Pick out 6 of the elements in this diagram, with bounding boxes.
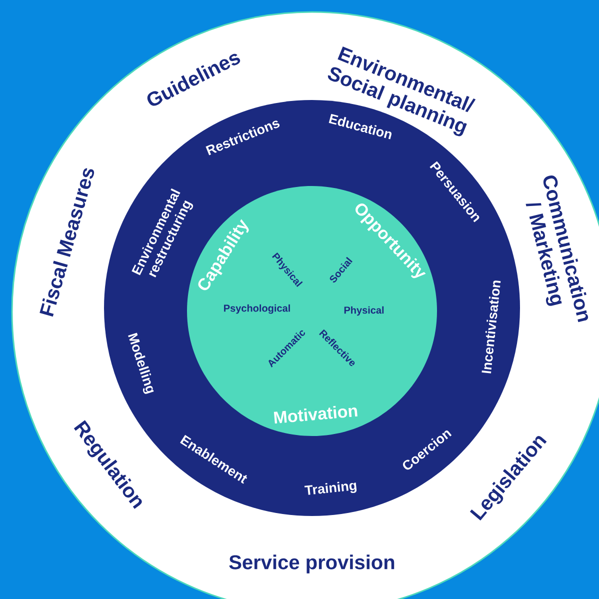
factor-label: Psychological [224, 304, 290, 314]
intervention-label: Incentivisation [482, 280, 501, 374]
intervention-label: Training [304, 482, 357, 495]
policy-label: Service provision [229, 554, 394, 574]
factor-label: Physical [344, 306, 384, 316]
source-label: Motivation [274, 406, 358, 424]
